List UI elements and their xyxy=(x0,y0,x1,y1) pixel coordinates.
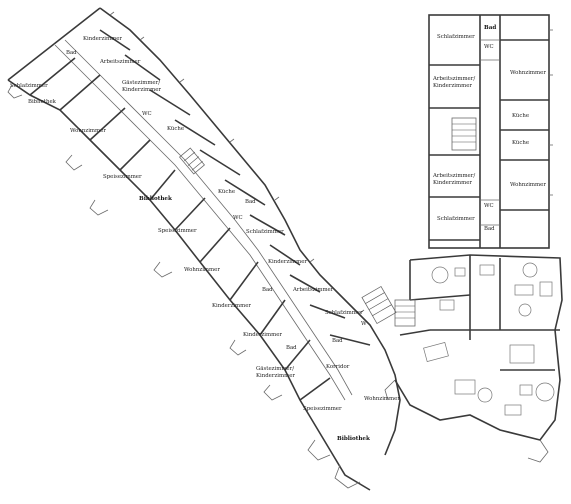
label-l-arbeitszimmer-2: Arbeitszimmer xyxy=(292,287,334,293)
central-hub xyxy=(361,254,563,463)
label-l-speisezimmer-3: Speisezimmer xyxy=(303,406,342,412)
label-right-bad: Bad xyxy=(484,25,496,31)
label-right-kueche-1: Küche xyxy=(512,113,529,119)
label-right-bad-2: Bad xyxy=(484,226,495,232)
label-right-arbeitszimmer-2a: Arbeitszimmer/ xyxy=(432,173,475,179)
label-l-bad-5: Bad xyxy=(286,345,297,351)
label-l-bad-1: Bad xyxy=(66,50,77,56)
label-right-schlafzimmer-2: Schlafzimmer xyxy=(437,216,475,222)
label-l-wohnzimmer-1: Wohnzimmer xyxy=(70,128,106,134)
label-l-gaestezimmer-2b: Kinderzimmer xyxy=(256,373,295,379)
label-right-schlafzimmer-1: Schlafzimmer xyxy=(437,34,475,40)
label-l-gaestezimmer-2a: Gästezimmer/ xyxy=(256,366,294,372)
label-right-arbeitszimmer-2b: Kinderzimmer xyxy=(433,180,472,186)
room-labels: Bad Schlafzimmer WC Arbeitszimmer/ Kinde… xyxy=(10,25,546,442)
label-l-bibliothek-2: Bibliothek xyxy=(139,196,172,202)
label-l-schlafzimmer-2: Schlafzimmer xyxy=(246,229,284,235)
label-l-bad-4: Bad xyxy=(332,338,343,344)
label-l-wc-1: WC xyxy=(142,111,152,117)
label-l-kinderzimmer-3: Kinderzimmer xyxy=(212,303,251,309)
label-right-wc-1: WC xyxy=(484,44,494,50)
label-l-wohnzimmer-3: Wohnzimmer xyxy=(364,396,400,402)
label-l-korridor: Korridor xyxy=(326,364,350,370)
label-right-wohnzimmer-2: Wohnzimmer xyxy=(510,182,546,188)
label-l-bad-2: Bad xyxy=(245,199,256,205)
label-l-wohnzimmer-2: Wohnzimmer xyxy=(184,267,220,273)
label-right-wohnzimmer-1: Wohnzimmer xyxy=(510,70,546,76)
label-l-kinderzimmer-4: Kinderzimmer xyxy=(243,332,282,338)
label-right-arbeitszimmer-1a: Arbeitszimmer/ xyxy=(432,76,475,82)
label-l-kinderzimmer-1: Kinderzimmer xyxy=(83,36,122,42)
label-l-bibliothek-3: Bibliothek xyxy=(337,436,370,442)
label-l-bad-3: Bad xyxy=(262,287,273,293)
label-l-bibliothek-1: Bibliothek xyxy=(28,99,57,105)
label-right-kueche-2: Küche xyxy=(512,140,529,146)
label-l-schlafzimmer-3: Schlafzimmer xyxy=(325,310,363,316)
label-l-gaestezimmer-1b: Kinderzimmer xyxy=(122,87,161,93)
label-l-kueche-1: Küche xyxy=(167,126,184,132)
right-wing xyxy=(428,14,553,249)
label-l-kinderzimmer-2: Kinderzimmer xyxy=(268,259,307,265)
label-l-gaestezimmer-1a: Gästezimmer/ xyxy=(122,80,160,86)
left-wing xyxy=(7,7,401,491)
label-l-arbeitszimmer-1: Arbeitszimmer xyxy=(99,59,141,65)
label-l-kueche-2: Küche xyxy=(218,189,235,195)
label-l-speisezimmer-1: Speisezimmer xyxy=(103,174,142,180)
label-l-schlafzimmer-1: Schlafzimmer xyxy=(10,83,48,89)
label-right-arbeitszimmer-1b: Kinderzimmer xyxy=(433,83,472,89)
label-right-wc-2: WC xyxy=(484,203,494,209)
label-l-wc-2: WC xyxy=(233,215,243,221)
label-l-speisezimmer-2: Speisezimmer xyxy=(158,228,197,234)
label-l-w: W xyxy=(361,321,367,327)
